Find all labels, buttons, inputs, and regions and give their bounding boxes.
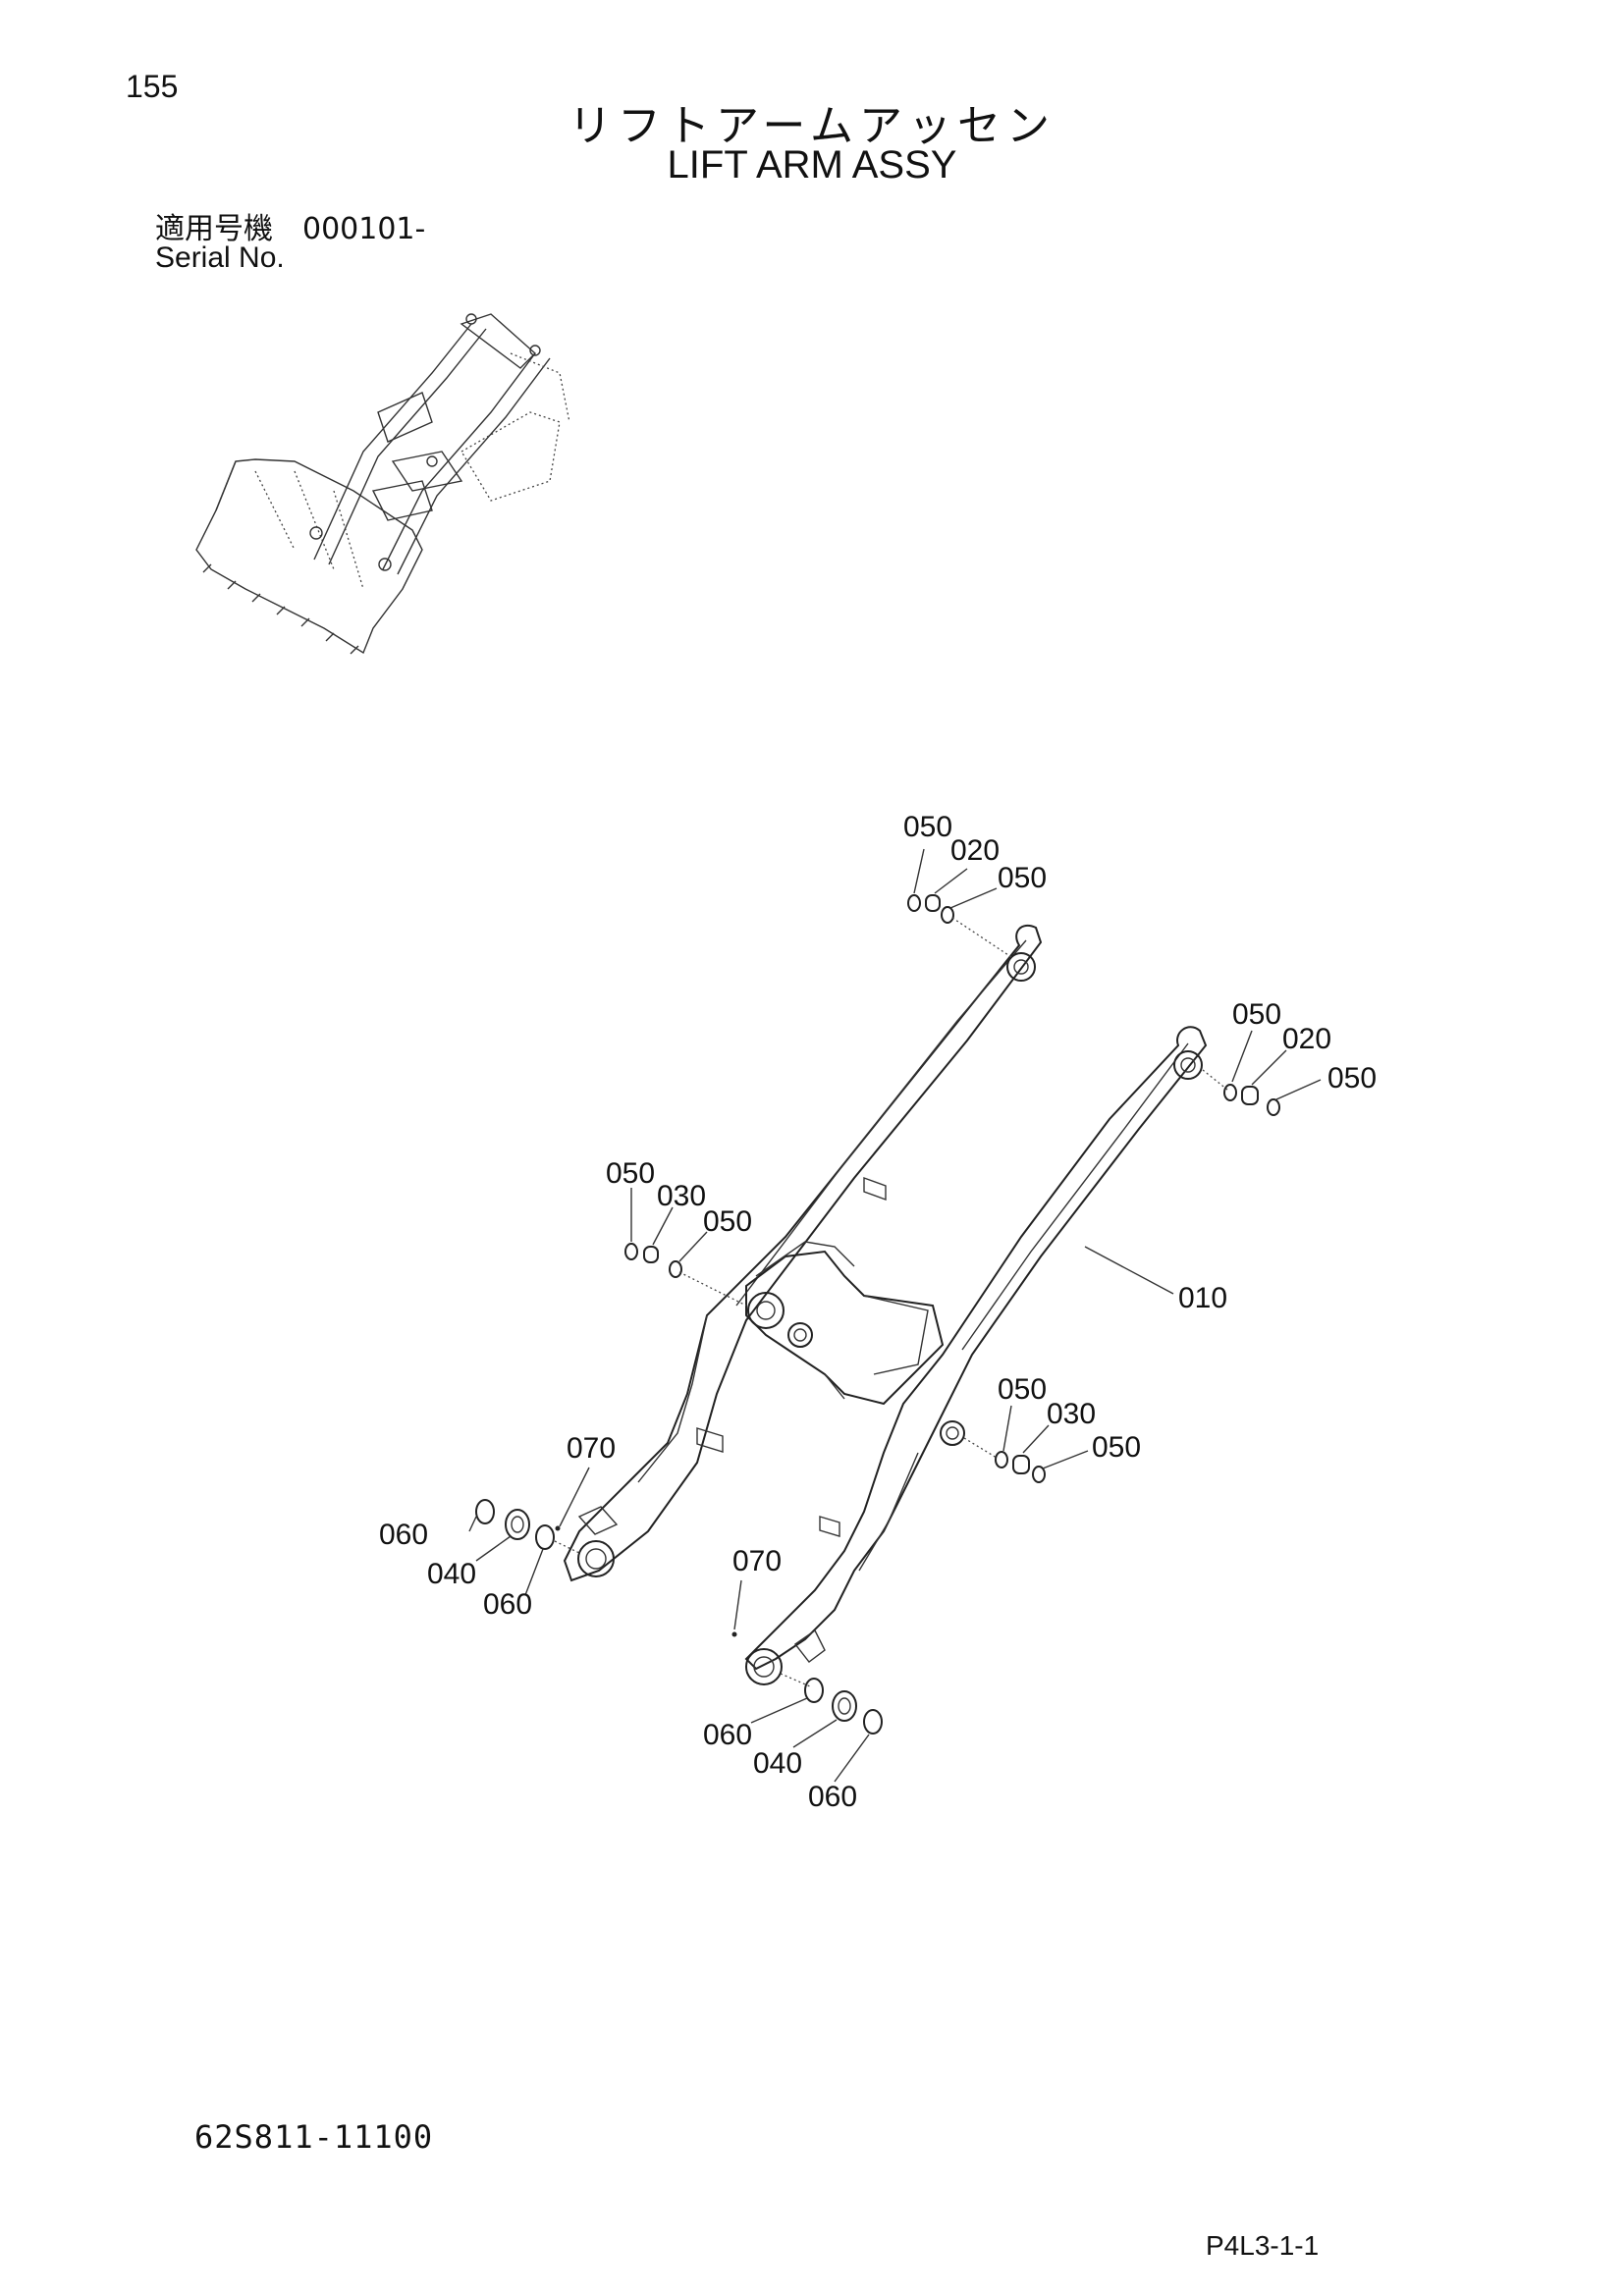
top-left-bushing-set [907,894,1012,958]
callout-050-mid-b: 050 [703,1205,752,1238]
bottom-right-seal-set [731,1631,883,1735]
page-number: 155 [126,69,179,104]
mid-left-bushing-set [624,1243,747,1307]
lift-arm-assembly: 050 020 050 050 020 050 050 030 050 010 … [379,811,1377,1813]
callout-040-left: 040 [427,1558,476,1590]
callout-030-mid: 030 [657,1180,706,1212]
callout-050-right-b: 050 [1327,1062,1377,1095]
callout-050-lower-b: 050 [1092,1431,1141,1464]
callout-060-left-a: 060 [379,1519,428,1551]
right-lift-arm [744,1026,1208,1685]
title-english: LIFT ARM ASSY [667,143,957,187]
callout-060-right-a: 060 [703,1719,752,1751]
serial-label-japanese: 適用号機 000101- [155,212,426,246]
page-code: P4L3-1-1 [1206,2230,1320,2261]
callout-010-lift-arm: 010 [1178,1282,1227,1314]
callout-labels: 050 020 050 050 020 050 050 030 050 010 … [379,811,1377,1813]
callout-020-right: 020 [1282,1023,1331,1055]
mid-right-bushing-set [963,1437,1046,1483]
callout-070-right: 070 [732,1545,782,1577]
part-number: 62S811-11100 [194,2118,434,2156]
callout-050-lower-a: 050 [998,1373,1047,1406]
callout-030-lower: 030 [1047,1398,1096,1430]
callout-050-top-b: 050 [998,862,1047,894]
cross-tube-bracket [745,1241,945,1406]
leader-lines [468,848,1322,1783]
callout-070-left: 070 [567,1432,616,1465]
loader-overview-thumbnail [195,313,570,655]
callout-050-top-a: 050 [903,811,952,843]
left-lift-arm [563,925,1043,1582]
title-japanese: リフトアームアッセン [568,101,1056,151]
callout-050-mid-a: 050 [606,1157,655,1190]
callout-060-right-b: 060 [808,1781,857,1813]
callout-050-right-a: 050 [1232,998,1281,1031]
top-right-bushing-set [1202,1069,1280,1116]
serial-label-english: Serial No. [155,241,285,274]
callout-040-right: 040 [753,1747,802,1780]
callout-020-top-a: 020 [950,834,1000,867]
callout-060-left-b: 060 [483,1588,532,1621]
bottom-left-seal-set [475,1499,582,1555]
